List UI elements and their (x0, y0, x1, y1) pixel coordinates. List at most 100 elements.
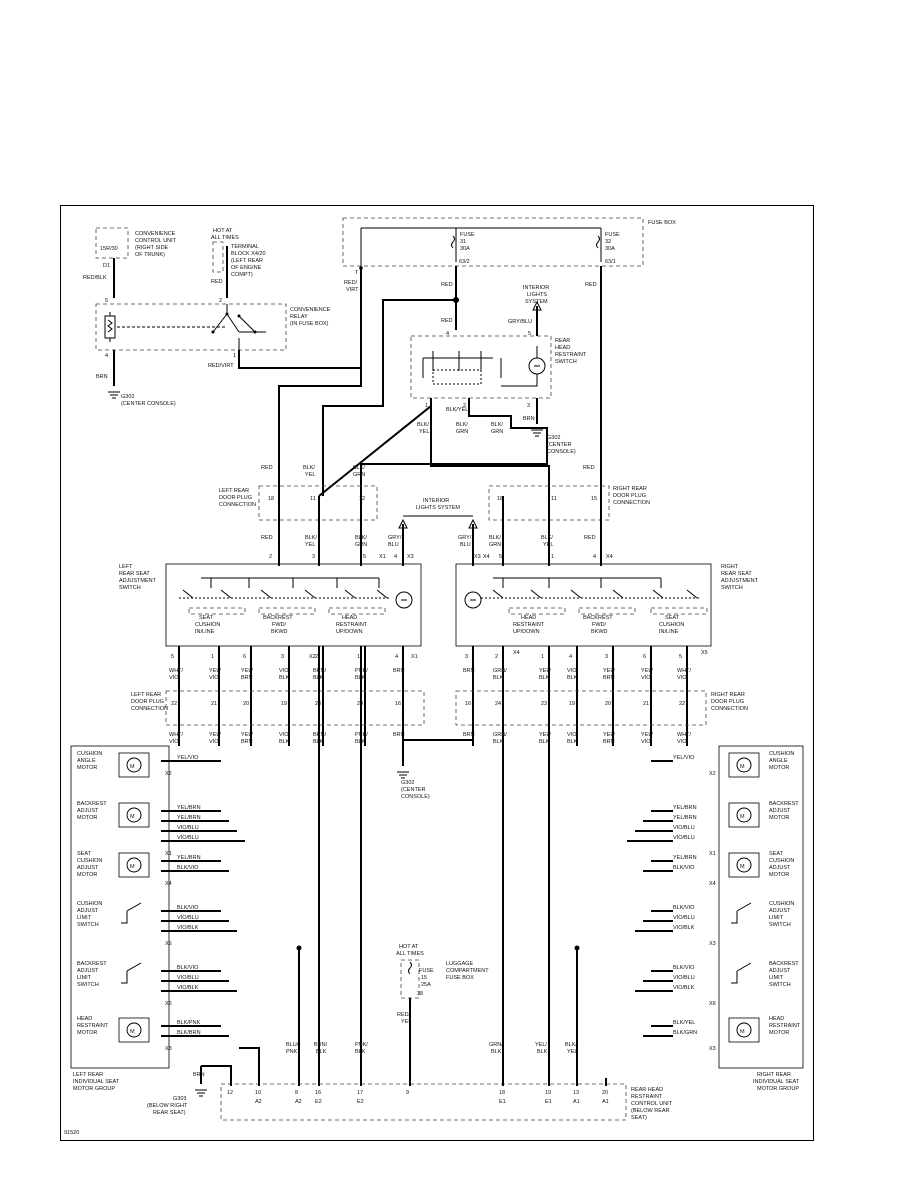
R-motor-3-wire-2: VIO/BLK (673, 925, 695, 931)
rs-label-1: RIGHT (721, 564, 739, 570)
L-motor-3-wire-2: VIO/BLK (177, 925, 199, 931)
t-wire-l2: VIRT (346, 287, 359, 293)
ldp-top-pin-11: 11 (310, 496, 316, 502)
gry-blu-top: GRY/BLU (508, 319, 532, 325)
cu-conn-5: E1 (545, 1099, 552, 1105)
lmw2-1-0: YEL/ (209, 732, 221, 738)
R-motor-2-label-2: ADJUST (769, 865, 791, 871)
ls-top-pin-4: 4 (394, 554, 397, 560)
cu-pin-2: 8 (295, 1090, 298, 1096)
bw-blu-pnk-2: PNK (286, 1049, 298, 1055)
right-group-1: RIGHT REAR (757, 1072, 791, 1078)
blk-yel-mid-1: BLK/ (305, 535, 317, 541)
cu-label-4: (BELOW REAR (631, 1108, 670, 1114)
rdp-top-3: CONNECTION (613, 500, 650, 506)
rmw2-1-0: GRN/ (493, 732, 507, 738)
rmw-4-1: BRN (603, 675, 615, 681)
L-motor-0-label-1: ANGLE (77, 758, 96, 764)
motor-m-symbol: M (740, 764, 745, 770)
limit-switch-L3: CUSHIONADJUSTLIMITSWITCHBLK/VIOVIO/BLUVI… (77, 901, 237, 947)
g302-mid-2: (CENTER (401, 787, 425, 793)
right-group-3: MOTOR GROUP (757, 1086, 799, 1092)
rdp-bot-pin-0: 16 (465, 701, 471, 707)
R-motor-4-wire-1: VIO/BLU (673, 975, 695, 981)
term-block-3: (LEFT REAR (231, 258, 263, 264)
g302-mid-1: G302 (401, 780, 414, 786)
limit-switch-R3: CUSHIONADJUSTLIMITSWITCHBLK/VIOVIO/BLUVI… (635, 901, 794, 947)
lmw-3-1: BLK (279, 675, 290, 681)
L-motor-2-label-1: CUSHION (77, 858, 102, 864)
L-motor-3-wire-1: VIO/BLU (177, 915, 199, 921)
g302-right-2: (CENTER (547, 442, 571, 448)
conv-unit-pin: 15R/30 (100, 246, 118, 252)
motor-m-symbol: M (130, 1029, 135, 1035)
right-door-plug-top: RIGHT REAR DOOR PLUG CONNECTION 18 11 15 (488, 485, 650, 521)
ldp-bot-2: DOOR PLUG (131, 699, 164, 705)
rhs-label-2: HEAD (555, 345, 570, 351)
ldp-bot-pin-1: 21 (211, 701, 217, 707)
L-motor-4-wire-1: VIO/BLU (177, 975, 199, 981)
L-motor-0-label-2: MOTOR (77, 765, 97, 771)
fuse32-wire: RED (585, 282, 597, 288)
cu-pin-7: 19 (545, 1090, 551, 1096)
cu-conn-7: A1 (602, 1099, 609, 1105)
motor-R1: MBACKRESTADJUSTMOTORYEL/BRNYEL/BRNVIO/BL… (627, 801, 799, 857)
L-motor-3-label-0: CUSHION (77, 901, 102, 907)
wire-blk-grn-4: GRN (491, 429, 503, 435)
cu-pin-6: 18 (499, 1090, 505, 1096)
fuse-box-label: FUSE BOX (648, 220, 676, 226)
cu-conn-2: E2 (315, 1099, 322, 1105)
fuse32-pin: 63/1 (605, 259, 616, 265)
rdp-bot-pin-5: 21 (643, 701, 649, 707)
L-motor-5-wire-1: BLK/BRN (177, 1030, 201, 1036)
bw-yel-blk-1: YEL/ (535, 1042, 547, 1048)
cu-label-3: CONTROL UNIT (631, 1101, 673, 1107)
lug-wire-1: RED/ (397, 1012, 411, 1018)
rs-top-x4: X4 (483, 554, 490, 560)
rhs-pin-5: 5 (528, 331, 531, 337)
rdp-bot-2: DOOR PLUG (711, 699, 744, 705)
rmw-2-1: BLK (539, 675, 550, 681)
R-motor-3-label-0: CUSHION (769, 901, 794, 907)
L-motor-0-wire-0: YEL/VIO (177, 755, 199, 761)
R-motor-3-label-2: LIMIT (769, 915, 784, 921)
R-motor-1-label-0: BACKREST (769, 801, 799, 807)
L-motor-3-label-3: SWITCH (77, 922, 99, 928)
L-motor-5-label-0: HEAD (77, 1016, 92, 1022)
rdp-top-pin-18: 18 (497, 496, 503, 502)
g303-2: (BELOW RIGHT (147, 1103, 188, 1109)
R-motor-1-wire-1: YEL/BRN (673, 815, 697, 821)
ldp-bot-pin-2: 20 (243, 701, 249, 707)
red-right-mid: RED (584, 535, 596, 541)
ls-conn-x3: X3 (407, 554, 414, 560)
motor-L1: MBACKRESTADJUSTMOTORYEL/BRNYEL/BRNVIO/BL… (77, 801, 245, 857)
relay-label-2: RELAY (290, 314, 308, 320)
lmw-0-1: VIO (169, 675, 179, 681)
conv-unit-label-3: (RIGHT SIDE (135, 245, 169, 251)
relay-pin-2: 2 (219, 298, 222, 304)
L-motor-2-label-0: SEAT (77, 851, 92, 857)
rs-sec2-2: FWD/ (592, 622, 607, 628)
rdp-top-2: DOOR PLUG (613, 493, 646, 499)
blk-yel-h: BLK/YEL (446, 407, 468, 413)
conv-unit-wire: RED/BLK (83, 275, 107, 281)
rdp-bot-pin-4: 20 (605, 701, 611, 707)
blk-grn-upper-1: BLK/ (353, 465, 365, 471)
rmw-3-0: VIO/ (567, 668, 578, 674)
bw-blu-pnk-1: BLU/ (286, 1042, 299, 1048)
rs-sec1-1: HEAD (521, 615, 536, 621)
R-motor-3-label-3: SWITCH (769, 922, 791, 928)
fuse31-wire: RED (441, 282, 453, 288)
lmw-6-0: BRN (393, 668, 405, 674)
rs-top-x3: X3 (474, 554, 481, 560)
L-motor-5-label-1: RESTRAINT (77, 1023, 109, 1029)
lmw2-6-0: BRN (393, 732, 405, 738)
lmw2-3-0: VIO/ (279, 732, 290, 738)
left-group-3: MOTOR GROUP (73, 1086, 115, 1092)
t-wire-l1: RED/ (344, 280, 358, 286)
rhs-pin-3: 3 (527, 403, 530, 409)
ls-sec2-3: BKWD (271, 629, 288, 635)
